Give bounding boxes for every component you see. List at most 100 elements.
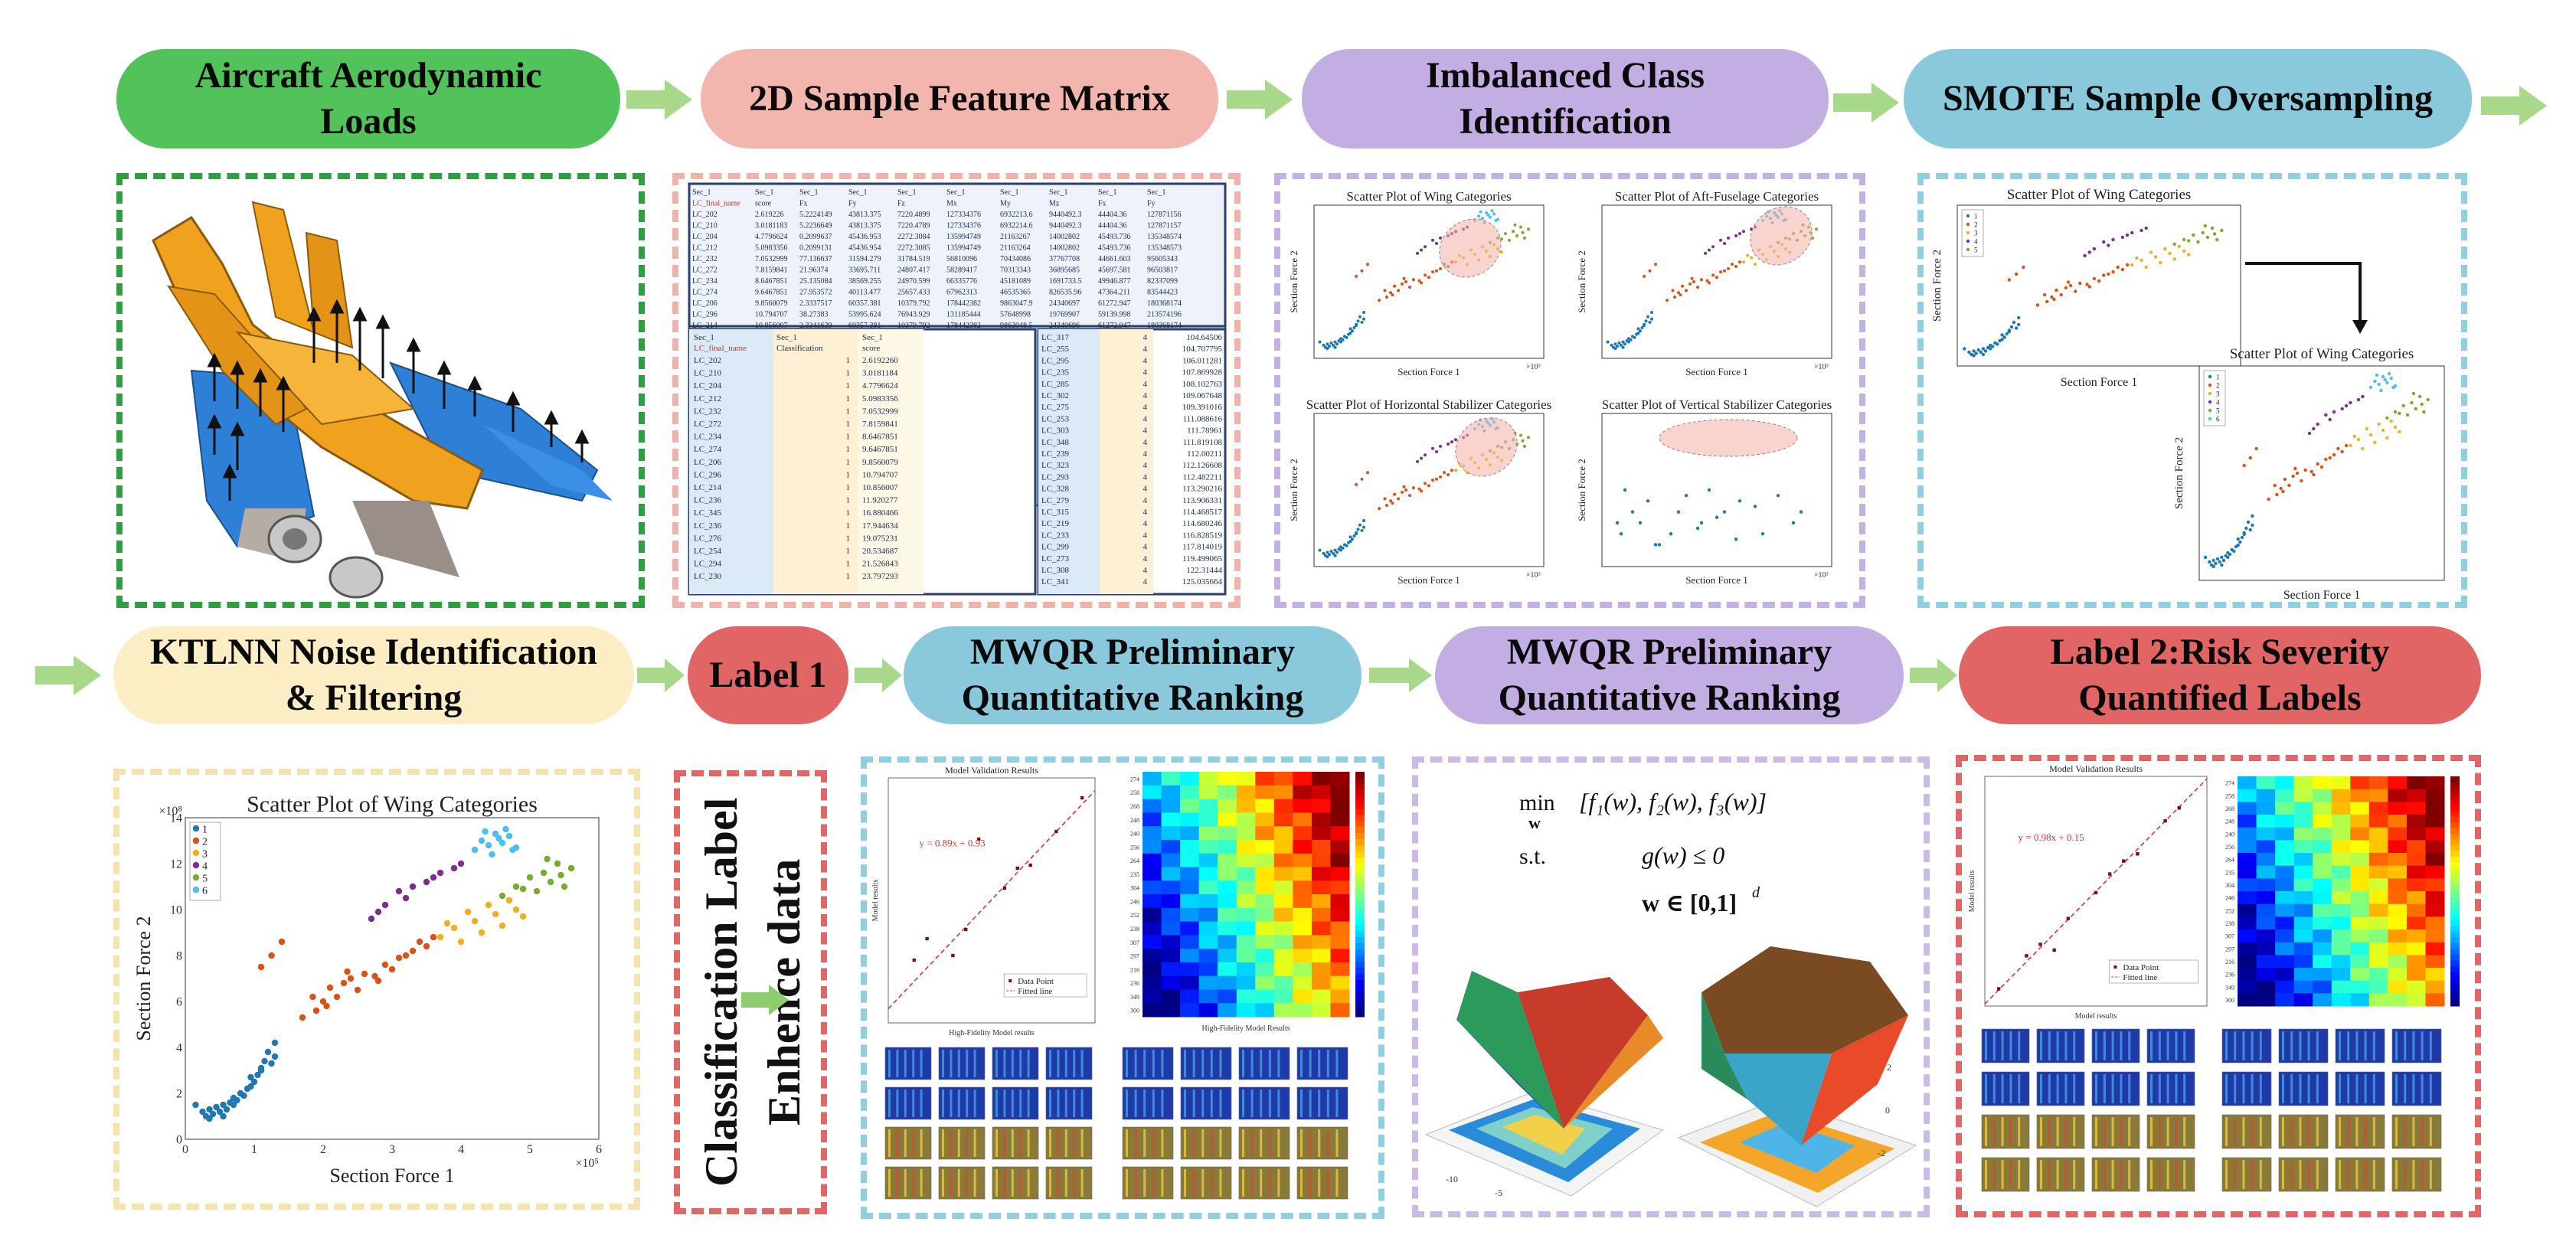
data-point <box>2295 471 2300 475</box>
data-point <box>192 1101 199 1109</box>
data-point <box>2125 233 2130 237</box>
thumbnail-band <box>912 1169 915 1197</box>
colorbar-segment <box>1355 833 1365 840</box>
data-point <box>1329 550 1333 553</box>
heatmap-cell <box>1180 921 1200 936</box>
heatmap-cell <box>1273 907 1293 923</box>
matrix-cell: LC_328 <box>1041 485 1070 494</box>
thumbnail-band <box>2150 1160 2153 1189</box>
data-point <box>1431 479 1434 482</box>
data-point <box>1815 227 1818 231</box>
matrix-cell: Fx <box>799 200 808 208</box>
heatmap-cell <box>2256 853 2276 867</box>
data-point <box>1424 245 1427 249</box>
heatmap-cell <box>2368 865 2388 879</box>
thumbnail-band <box>2103 1117 2106 1146</box>
heatmap-cell <box>2238 929 2257 943</box>
heatmap-cell <box>1218 921 1237 936</box>
heatmap-cell <box>1330 989 1350 1004</box>
colorbar-segment <box>2450 805 2460 812</box>
heatmap-row-label: 236 <box>1130 980 1139 987</box>
matrix-cell: Sec_1 <box>1098 188 1116 197</box>
heatmap-cell <box>1198 853 1218 867</box>
data-point <box>2336 446 2340 451</box>
data-point <box>2220 555 2224 560</box>
thumbnail-band <box>2429 1117 2432 1146</box>
thumbnail-band <box>2040 1074 2042 1103</box>
data-point <box>1996 342 1999 346</box>
heatmap <box>2238 776 2460 1007</box>
heatmap-cell <box>2388 955 2408 969</box>
heatmap-cell <box>1161 839 1181 854</box>
data-point <box>1397 497 1400 501</box>
matrix-cell: 3.0181183 <box>755 222 787 230</box>
heatmap-cell <box>2275 993 2295 1007</box>
heatmap-cell <box>2350 891 2370 905</box>
matrix-cell: 66335776 <box>946 277 977 286</box>
matrix-cell: LC_273 <box>1041 554 1070 564</box>
thumbnail-band <box>2056 1117 2059 1146</box>
surface-face <box>1518 977 1648 1129</box>
heatmap-cell <box>2331 840 2351 854</box>
thumbnail <box>2221 1071 2272 1106</box>
heatmap-cell <box>1143 949 1162 963</box>
data-point <box>2414 407 2417 411</box>
data-point <box>2149 250 2153 254</box>
thumbnail-band <box>2150 1031 2153 1060</box>
thumbnail-band <box>1134 1050 1137 1077</box>
data-point <box>1639 329 1642 333</box>
matrix-cell: LC_236 <box>694 521 722 531</box>
colorbar-segment <box>1355 998 1365 1005</box>
thumbnail-band <box>1027 1129 1030 1157</box>
matrix-cell: 109.391016 <box>1182 403 1223 412</box>
data-point <box>2092 276 2097 281</box>
thumbnail <box>1238 1047 1290 1080</box>
matrix-cell: 135348573 <box>1147 244 1182 253</box>
data-point <box>2078 281 2082 286</box>
heatmap-cell <box>2313 789 2332 802</box>
matrix-cell: 9.6467851 <box>862 445 898 454</box>
heatmap-cell <box>1293 935 1313 949</box>
data-point <box>1648 320 1652 324</box>
heatmap-cell <box>2406 789 2426 802</box>
thumbnail-band <box>2040 1117 2042 1146</box>
matrix-cell: 31594.279 <box>848 255 881 263</box>
heatmap-cell <box>1255 880 1275 895</box>
heatmap-cell <box>2350 815 2370 828</box>
thumbnail-band <box>1309 1090 1312 1117</box>
thumbnail <box>992 1126 1039 1160</box>
matrix-header: Sec_1 <box>694 333 714 342</box>
thumbnail <box>2036 1071 2085 1106</box>
matrix-cell: LC_236 <box>694 496 722 505</box>
matrix-cell: LC_219 <box>1041 519 1070 528</box>
legend-label: 6 <box>202 885 208 897</box>
data-point <box>2172 242 2176 247</box>
colorbar-segment <box>2450 799 2460 805</box>
heatmap-cell <box>1330 799 1350 813</box>
data-point <box>374 977 382 985</box>
heatmap-cell <box>1293 785 1313 800</box>
matrix-cell: LC_233 <box>1041 531 1070 540</box>
thumbnail-band <box>1143 1169 1146 1197</box>
thumbnail-band <box>1143 1090 1146 1117</box>
heatmap-cell <box>2275 776 2295 790</box>
data-point <box>2212 564 2215 569</box>
legend-marker <box>2208 408 2212 413</box>
heatmap-cell <box>1198 894 1218 909</box>
matrix-cell: 8.6467851 <box>862 433 898 442</box>
thumbnail <box>2221 1157 2272 1192</box>
colorbar-segment <box>1355 858 1365 864</box>
data-point <box>1623 488 1627 492</box>
thumbnail-band <box>2290 1117 2293 1146</box>
data-point <box>1080 796 1084 800</box>
matrix-cell: Sec_1 <box>897 188 916 197</box>
legend-label: 5 <box>1974 247 1978 254</box>
data-point <box>2240 535 2244 540</box>
data-point <box>2387 371 2391 376</box>
data-point <box>2153 255 2158 259</box>
colorbar-segment <box>2450 868 2460 874</box>
data-point <box>1326 550 1329 554</box>
data-point <box>1341 338 1345 341</box>
matrix-cell: Fx <box>1098 200 1107 208</box>
